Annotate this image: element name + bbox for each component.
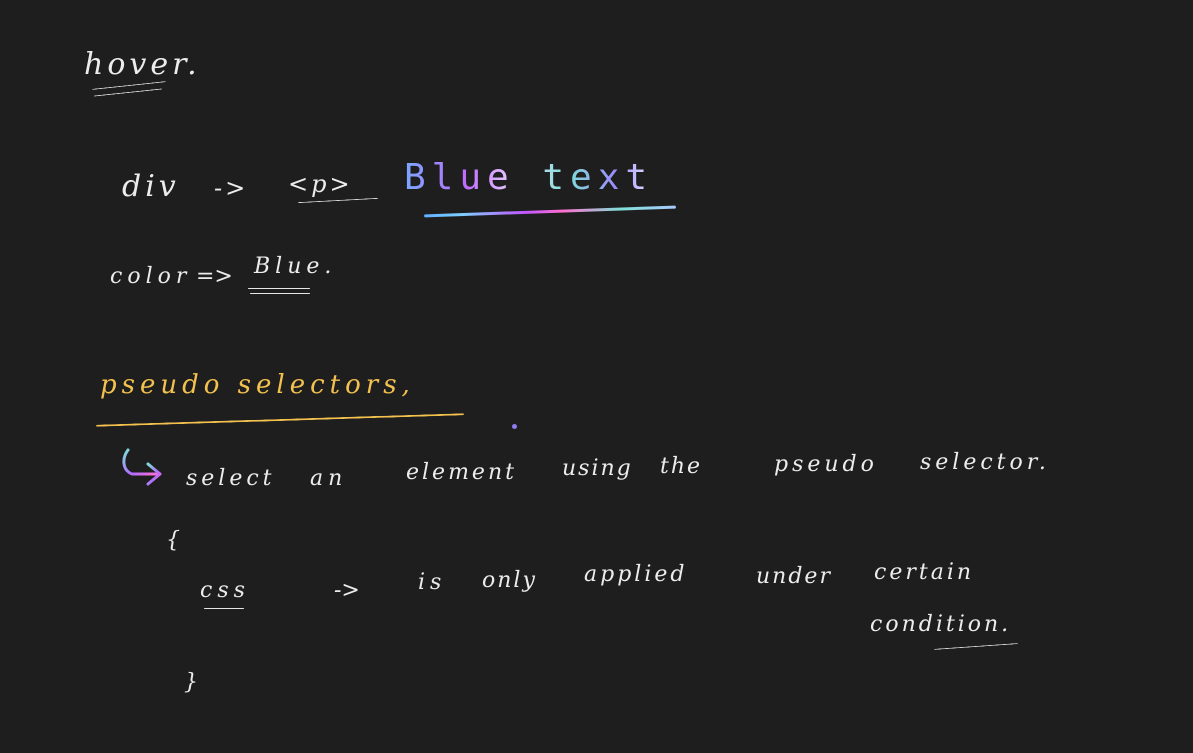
arrow-2: =>	[196, 264, 233, 289]
word-element: element	[406, 460, 517, 485]
open-brace: {	[166, 528, 185, 553]
blue-text-highlight: Blue text	[404, 157, 654, 198]
title-underline-2	[94, 88, 162, 97]
word-the: the	[660, 454, 703, 479]
blue-value-underline-2	[250, 293, 310, 294]
word-selector: selector.	[920, 450, 1050, 475]
word-using: using	[562, 456, 633, 481]
div-text: div	[122, 169, 180, 204]
blue-value-underline	[248, 288, 310, 289]
word-condition: condition.	[870, 612, 1012, 637]
color-text: color	[110, 264, 192, 289]
blue-value: Blue.	[254, 254, 337, 279]
word-applied: applied	[584, 562, 688, 587]
word-css: css	[200, 578, 250, 603]
blue-text-underline	[424, 205, 676, 218]
close-brace: }	[184, 670, 203, 695]
word-is: is	[418, 570, 447, 595]
word-pseudo: pseudo	[774, 452, 878, 477]
word-certain: certain	[874, 560, 975, 585]
title-hover: hover.	[84, 47, 201, 82]
p-tag-text: <p>	[288, 170, 353, 198]
condition-underline	[934, 643, 1018, 650]
word-under: under	[756, 564, 832, 589]
word-an: an	[310, 466, 348, 491]
css-underline	[204, 608, 244, 609]
arrow-3: ->	[334, 578, 360, 603]
arrow-1: ->	[214, 174, 249, 202]
pen-dot	[512, 424, 517, 429]
pseudo-selectors-heading: pseudo selectors,	[100, 370, 415, 400]
p-tag-underline	[298, 197, 378, 204]
heading-underline	[96, 413, 464, 427]
word-only: only	[482, 568, 537, 593]
word-select: select	[186, 466, 276, 491]
curved-arrow-icon	[122, 448, 162, 486]
